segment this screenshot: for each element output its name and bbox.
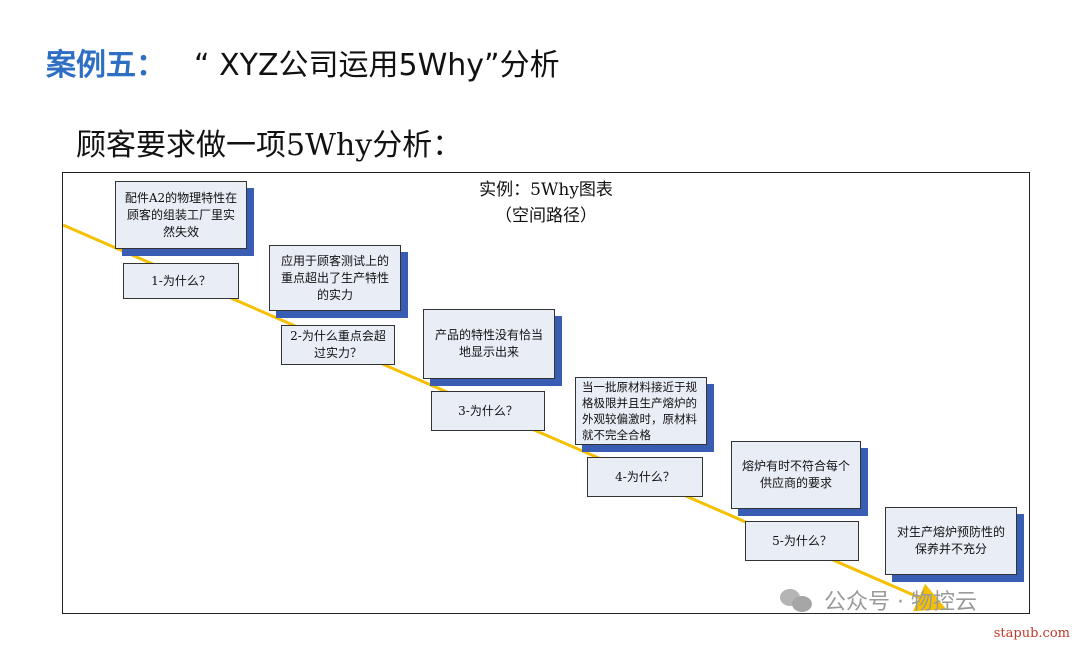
page-title: 案例五： “ XYZ公司运用5Why”分析	[46, 40, 560, 84]
chart-title-line2: （空间路径）	[495, 206, 597, 226]
answer-5-box: 对生产熔炉预防性的保养并不充分	[885, 507, 1017, 575]
why-1-box: 1-为什么？	[123, 263, 239, 299]
watermark-text: 公众号 · 物控云	[824, 590, 977, 615]
answer-4-box: 熔炉有时不符合每个供应商的要求	[731, 441, 861, 509]
watermark: 公众号 · 物控云	[780, 584, 977, 616]
why-5-box: 5-为什么？	[745, 521, 859, 561]
site-footer: stapub.com	[993, 626, 1070, 641]
chart-title: 实例：5Why图表 （空间路径）	[63, 177, 1029, 229]
why-2-box: 2-为什么重点会超过实力？	[281, 325, 395, 365]
wechat-icon	[780, 587, 814, 613]
answer-3-box: 当一批原材料接近于规格极限并且生产熔炉的外观较偏激时，原材料就不完全合格	[575, 377, 707, 445]
5why-diagram: 实例：5Why图表 （空间路径） 配件A2的物理特性在顾客的组装工厂里实然失效 …	[62, 172, 1030, 614]
title-main: “ XYZ公司运用5Why”分析	[194, 48, 560, 83]
why-3-box: 3-为什么？	[431, 391, 545, 431]
why-4-box: 4-为什么？	[587, 457, 703, 497]
problem-box: 配件A2的物理特性在顾客的组装工厂里实然失效	[115, 181, 247, 249]
title-prefix: 案例五：	[46, 48, 166, 83]
answer-2-box: 产品的特性没有恰当地显示出来	[423, 309, 555, 379]
page-subtitle: 顾客要求做一项5Why分析：	[76, 128, 463, 163]
answer-1-box: 应用于顾客测试上的重点超出了生产特性的实力	[269, 245, 401, 311]
chart-title-line1: 实例：5Why图表	[479, 180, 613, 200]
